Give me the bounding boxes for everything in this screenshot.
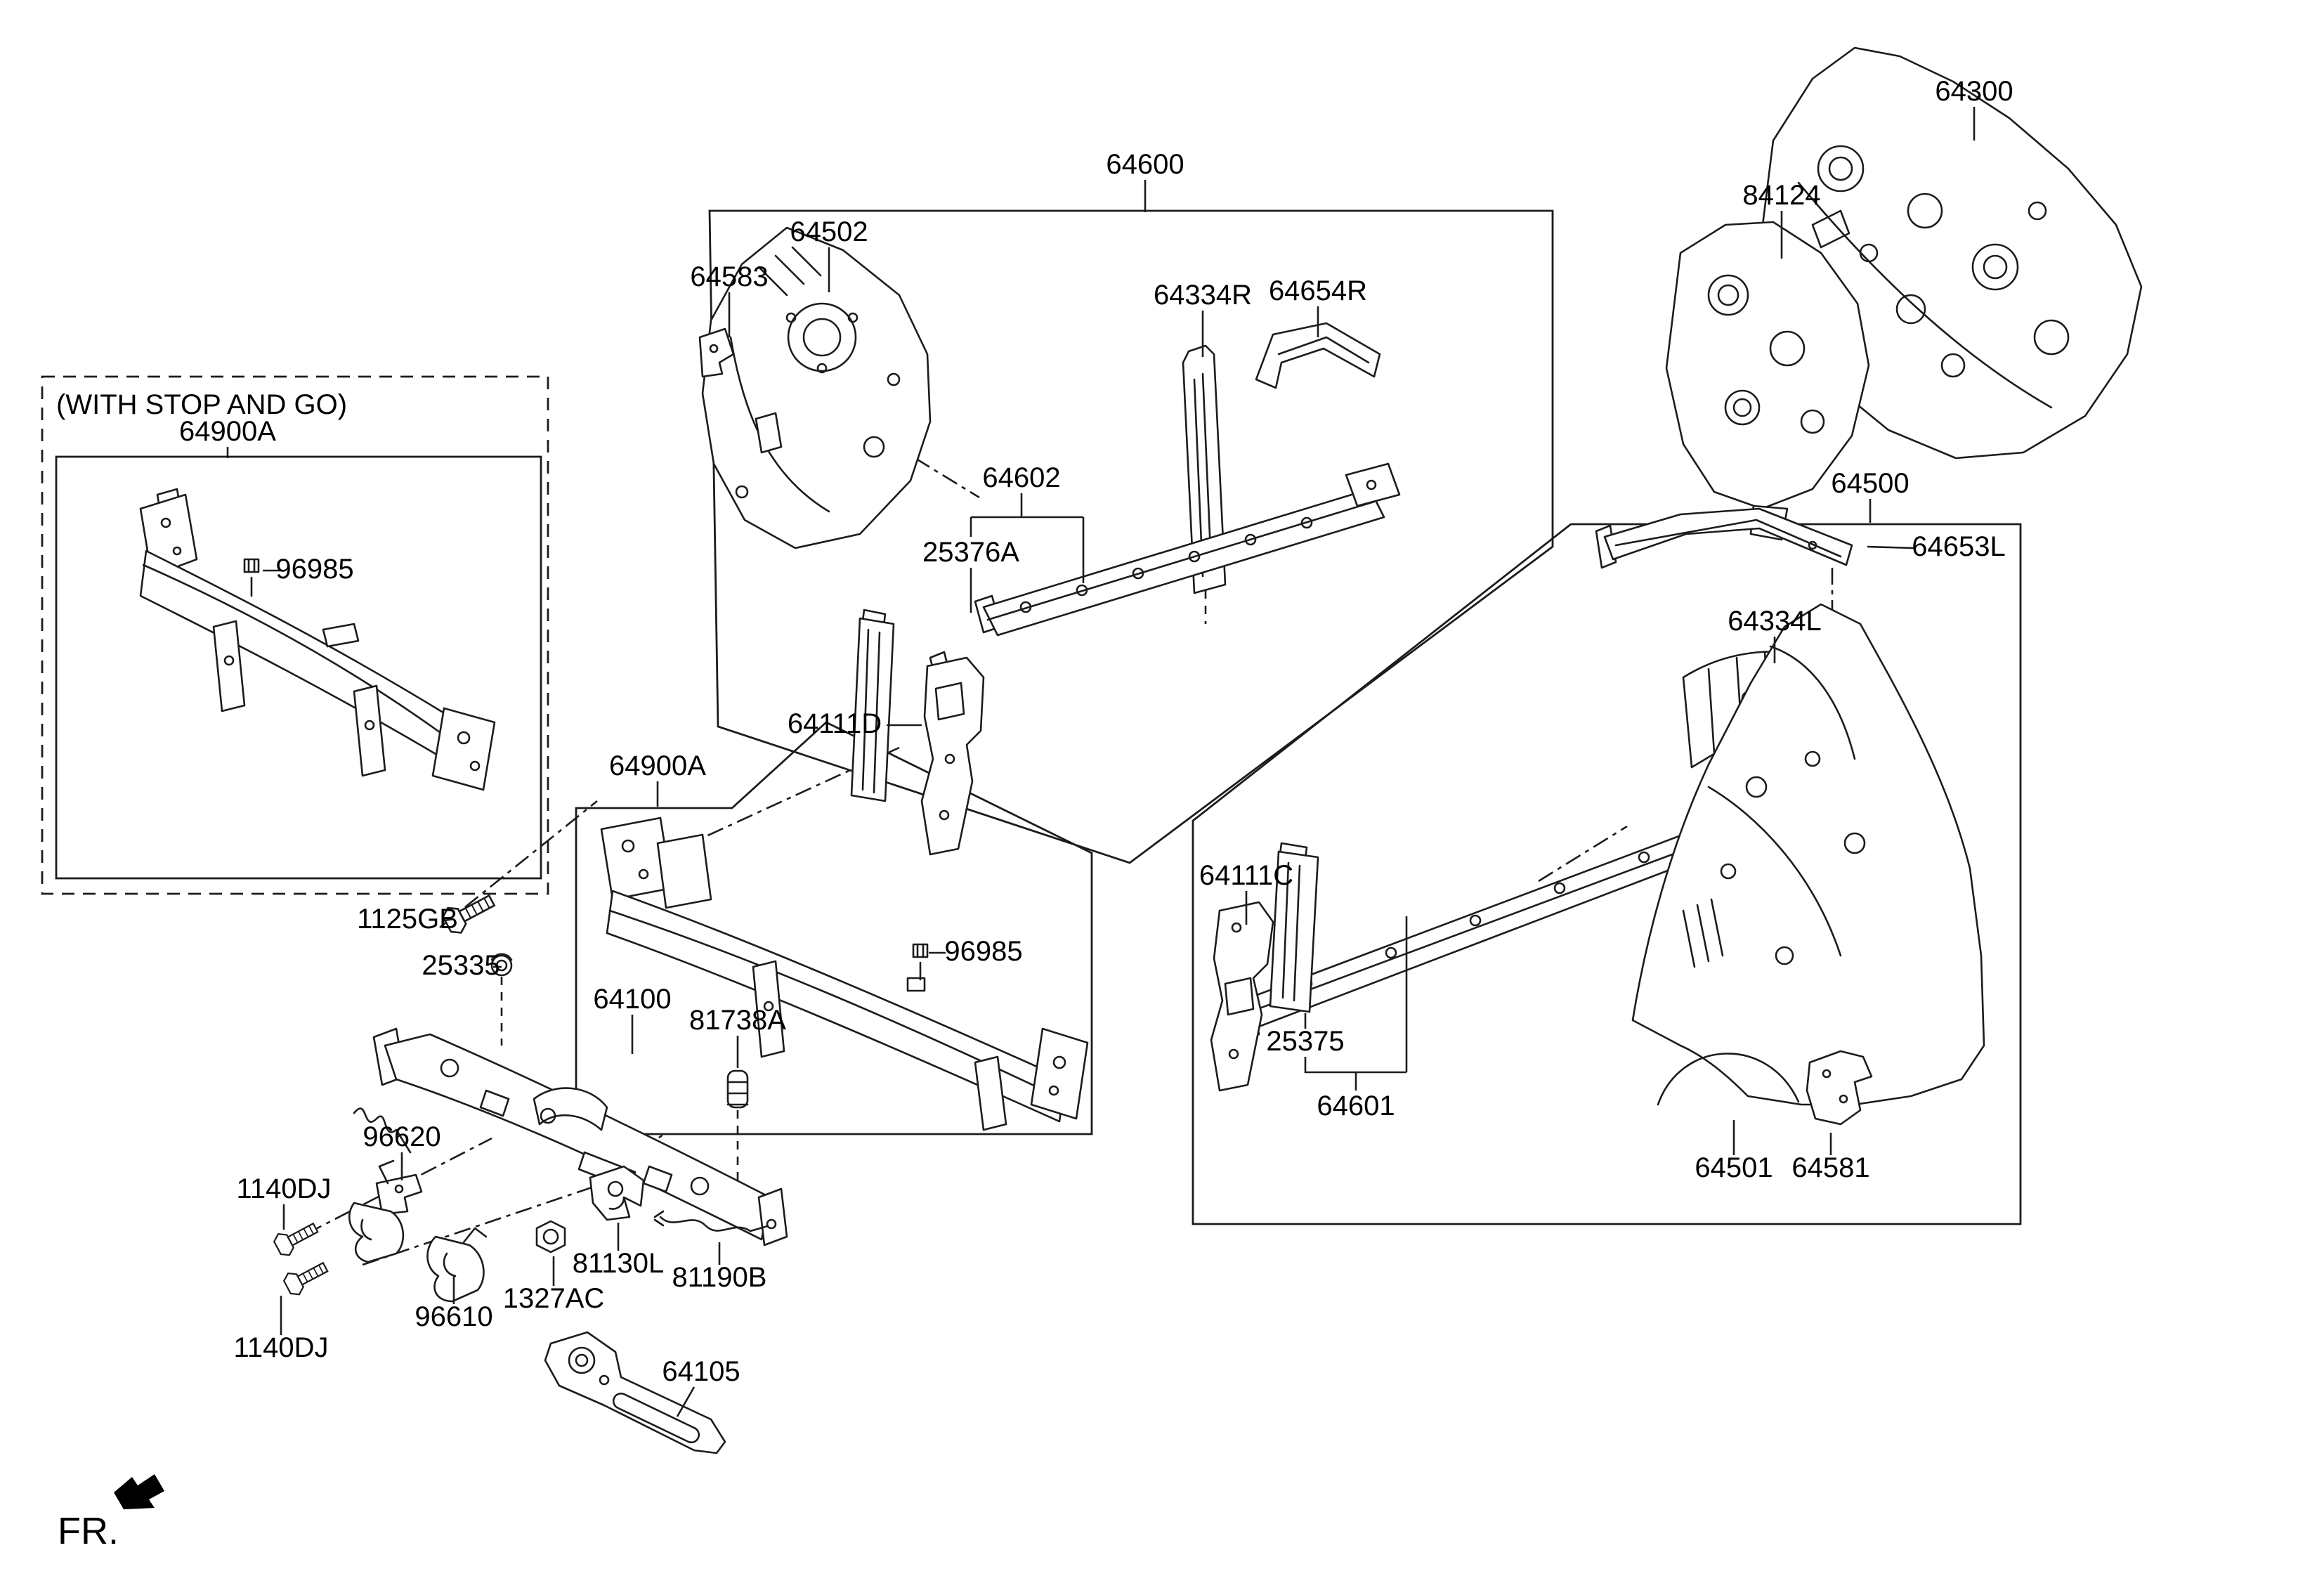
pad-icon-81738A bbox=[726, 1069, 749, 1109]
part-label-25376A: 25376A bbox=[922, 538, 1019, 568]
part-84124-insulator-drawing bbox=[1665, 221, 1870, 541]
part-64334R-panel-drawing bbox=[1182, 344, 1227, 594]
part-64111C-bracket-drawing bbox=[1210, 901, 1274, 1092]
part-64100-support-drawing bbox=[353, 1027, 788, 1247]
part-64602-rail-drawing bbox=[974, 462, 1401, 637]
part-96610-horn-drawing bbox=[426, 1227, 488, 1303]
part-label-64654R: 64654R bbox=[1268, 276, 1368, 307]
part-label-64100: 64100 bbox=[593, 984, 672, 1015]
part-25375-reinforcement-drawing bbox=[1269, 842, 1319, 1013]
part-label-1140DJ-b: 1140DJ bbox=[233, 1333, 329, 1364]
part-label-64581: 64581 bbox=[1791, 1153, 1870, 1184]
part-64654R-rail-drawing bbox=[1255, 322, 1381, 389]
note-with-stop-and-go: (WITH STOP AND GO) bbox=[56, 390, 348, 421]
part-label-64602: 64602 bbox=[982, 463, 1061, 494]
part-label-64334R: 64334R bbox=[1153, 280, 1253, 311]
part-label-96620: 96620 bbox=[363, 1122, 441, 1153]
grommet-icon-25335 bbox=[490, 953, 513, 977]
part-label-64601: 64601 bbox=[1317, 1091, 1395, 1122]
part-label-84124: 84124 bbox=[1742, 181, 1821, 211]
part-label-25375: 25375 bbox=[1266, 1027, 1345, 1057]
part-label-64334L: 64334L bbox=[1728, 606, 1822, 637]
part-label-96985-b: 96985 bbox=[944, 937, 1023, 968]
stop-and-go-dashed-box bbox=[41, 375, 549, 895]
part-64502-apron-drawing bbox=[701, 226, 932, 549]
part-label-64300: 64300 bbox=[1935, 77, 2013, 108]
part-horn-left-drawing bbox=[348, 1202, 405, 1263]
part-label-64653L: 64653L bbox=[1912, 532, 2006, 563]
fr-arrow-icon bbox=[114, 1474, 164, 1509]
part-label-64500: 64500 bbox=[1831, 469, 1910, 500]
box-64900A-first bbox=[55, 455, 542, 880]
bolt-icon-1140DJ-a bbox=[270, 1216, 322, 1260]
dashdot-horn-to-latch bbox=[362, 1182, 605, 1266]
part-64900A-beam-first-drawing bbox=[139, 488, 496, 791]
part-label-64502: 64502 bbox=[790, 217, 868, 248]
part-label-64583: 64583 bbox=[690, 262, 769, 293]
part-label-64900A-b: 64900A bbox=[609, 751, 706, 782]
part-label-96985-a: 96985 bbox=[275, 554, 354, 585]
part-label-64501: 64501 bbox=[1695, 1153, 1773, 1184]
part-label-64600: 64600 bbox=[1106, 150, 1184, 181]
part-label-81738A: 81738A bbox=[689, 1005, 786, 1036]
part-label-1125GB: 1125GB bbox=[357, 904, 458, 935]
bolt-icon-1140DJ-b bbox=[280, 1256, 332, 1299]
part-64653L-rail-drawing bbox=[1595, 507, 1853, 569]
part-label-1140DJ-a: 1140DJ bbox=[236, 1174, 332, 1205]
dashdot-1125GB-to-box bbox=[439, 800, 598, 929]
part-label-64105: 64105 bbox=[662, 1357, 740, 1388]
part-81130L-latch-drawing bbox=[589, 1165, 645, 1221]
part-label-64900A-a: 64900A bbox=[179, 417, 276, 448]
box-64500 bbox=[1192, 523, 2022, 1225]
clip-icon-96985-a bbox=[243, 558, 260, 597]
part-81190B-cable-drawing bbox=[653, 1210, 777, 1232]
part-96620-bracket-drawing bbox=[375, 1159, 423, 1216]
part-label-64111C: 64111C bbox=[1199, 861, 1294, 892]
part-label-81190B: 81190B bbox=[672, 1263, 767, 1294]
nut-icon-1327AC bbox=[535, 1220, 566, 1254]
part-label-81130L: 81130L bbox=[572, 1249, 665, 1280]
part-64501-apron-drawing bbox=[1631, 603, 1985, 1106]
part-25376A-reinforcement-drawing bbox=[850, 608, 895, 802]
part-label-1327AC: 1327AC bbox=[502, 1284, 605, 1315]
fr-direction-label: FR. bbox=[58, 1510, 119, 1552]
leader-lines bbox=[226, 107, 1976, 1417]
part-label-64111D: 64111D bbox=[787, 709, 882, 740]
clip-icon-96985-b bbox=[912, 943, 929, 981]
part-64105-bar-drawing bbox=[544, 1331, 726, 1454]
part-label-25335: 25335 bbox=[422, 951, 500, 982]
part-64581-bracket-drawing bbox=[1806, 1050, 1873, 1126]
part-64583-bracket-drawing bbox=[698, 327, 735, 378]
part-64111D-bracket-drawing bbox=[920, 651, 985, 856]
part-label-96610: 96610 bbox=[414, 1302, 493, 1333]
part-64900A-beam-second-drawing bbox=[600, 816, 1089, 1131]
